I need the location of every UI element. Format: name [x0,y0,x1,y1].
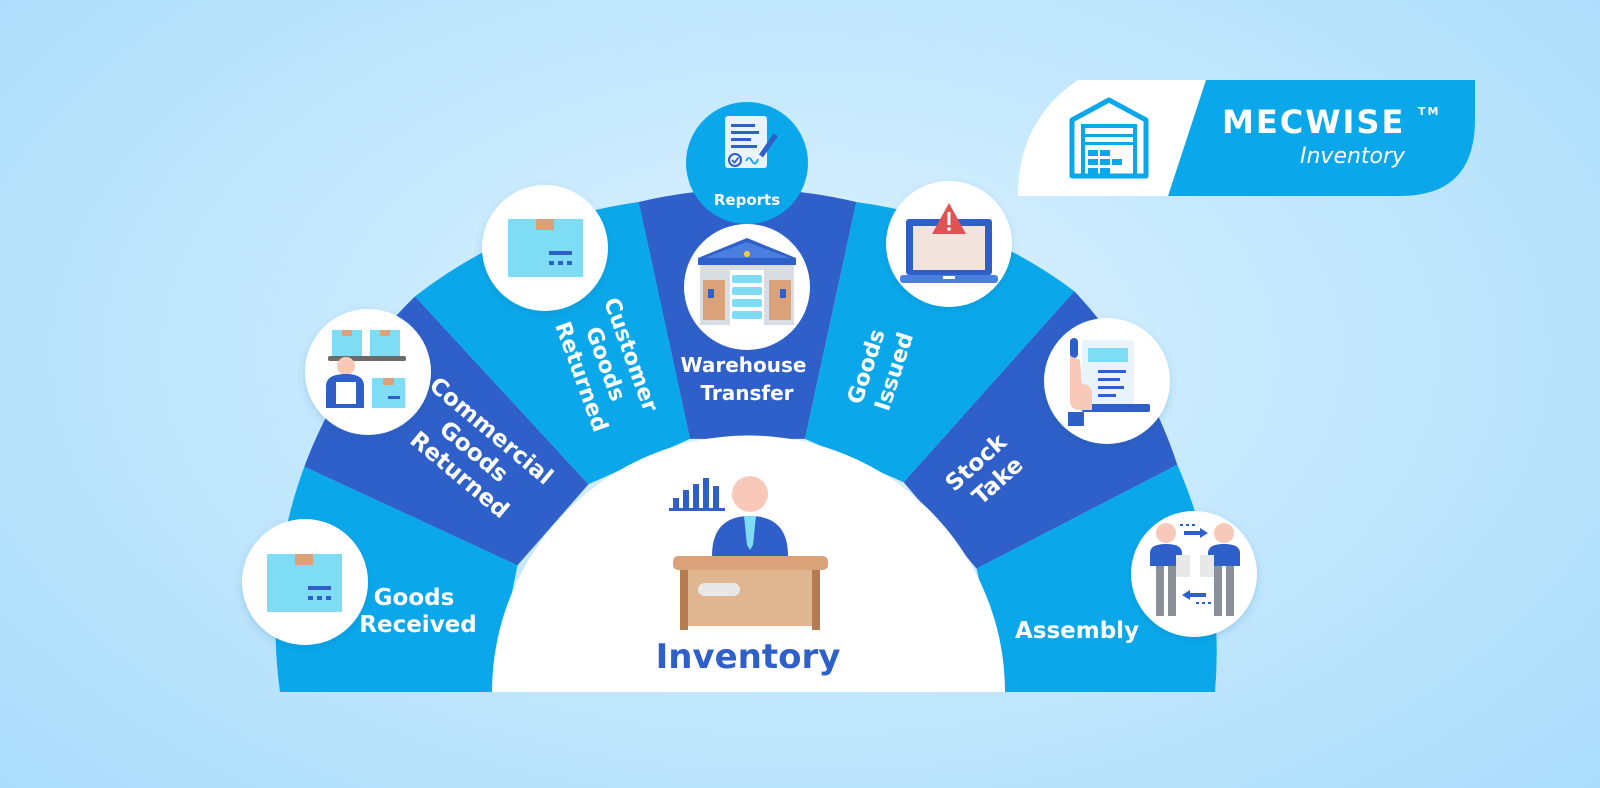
report-document-icon [725,116,778,168]
goods-issued-circle[interactable] [886,181,1012,307]
brand-product: Inventory [1300,144,1406,169]
manager-desk-icon [669,476,828,630]
stock-take-circle[interactable] [1044,318,1170,444]
label-warehouse-2: Transfer [700,381,793,405]
hand-checklist-icon [1068,338,1150,426]
svg-text:Goods Received: Goods Received [359,585,476,638]
segment-assembly[interactable] [976,464,1217,692]
label-goods-received-1: Goods [374,585,455,611]
warehouse-building-icon [698,238,796,325]
box-icon [267,554,342,612]
label-goods-received-2: Received [359,612,476,638]
people-exchange-icon [1150,523,1240,616]
commercial-goods-returned-circle[interactable] [305,309,431,435]
svg-text:Warehouse Transfer: Warehouse Transfer [681,353,814,405]
label-assembly: Assembly [1015,618,1139,644]
worker-shelves-icon [326,330,406,408]
brand-trademark: TM [1418,105,1440,118]
laptop-alert-icon [900,203,998,283]
bar-chart-icon [669,478,725,511]
warehouse-icon [1069,97,1149,179]
segment-customer-goods-returned[interactable] [415,202,690,485]
brand-name: MECWISE [1222,103,1405,141]
goods-received-circle[interactable] [242,519,368,645]
center-title: Inventory [656,637,841,677]
reports-circle[interactable]: Reports [686,102,808,224]
box-icon [508,219,583,277]
customer-goods-returned-circle[interactable] [482,185,608,311]
brand-badge: MECWISE TM Inventory [1018,80,1475,196]
assembly-circle[interactable] [1131,511,1257,637]
warehouse-transfer-circle[interactable] [684,224,810,350]
label-warehouse-1: Warehouse [681,353,807,377]
segment-goods-issued[interactable] [805,202,1075,483]
reports-label: Reports [714,191,780,209]
